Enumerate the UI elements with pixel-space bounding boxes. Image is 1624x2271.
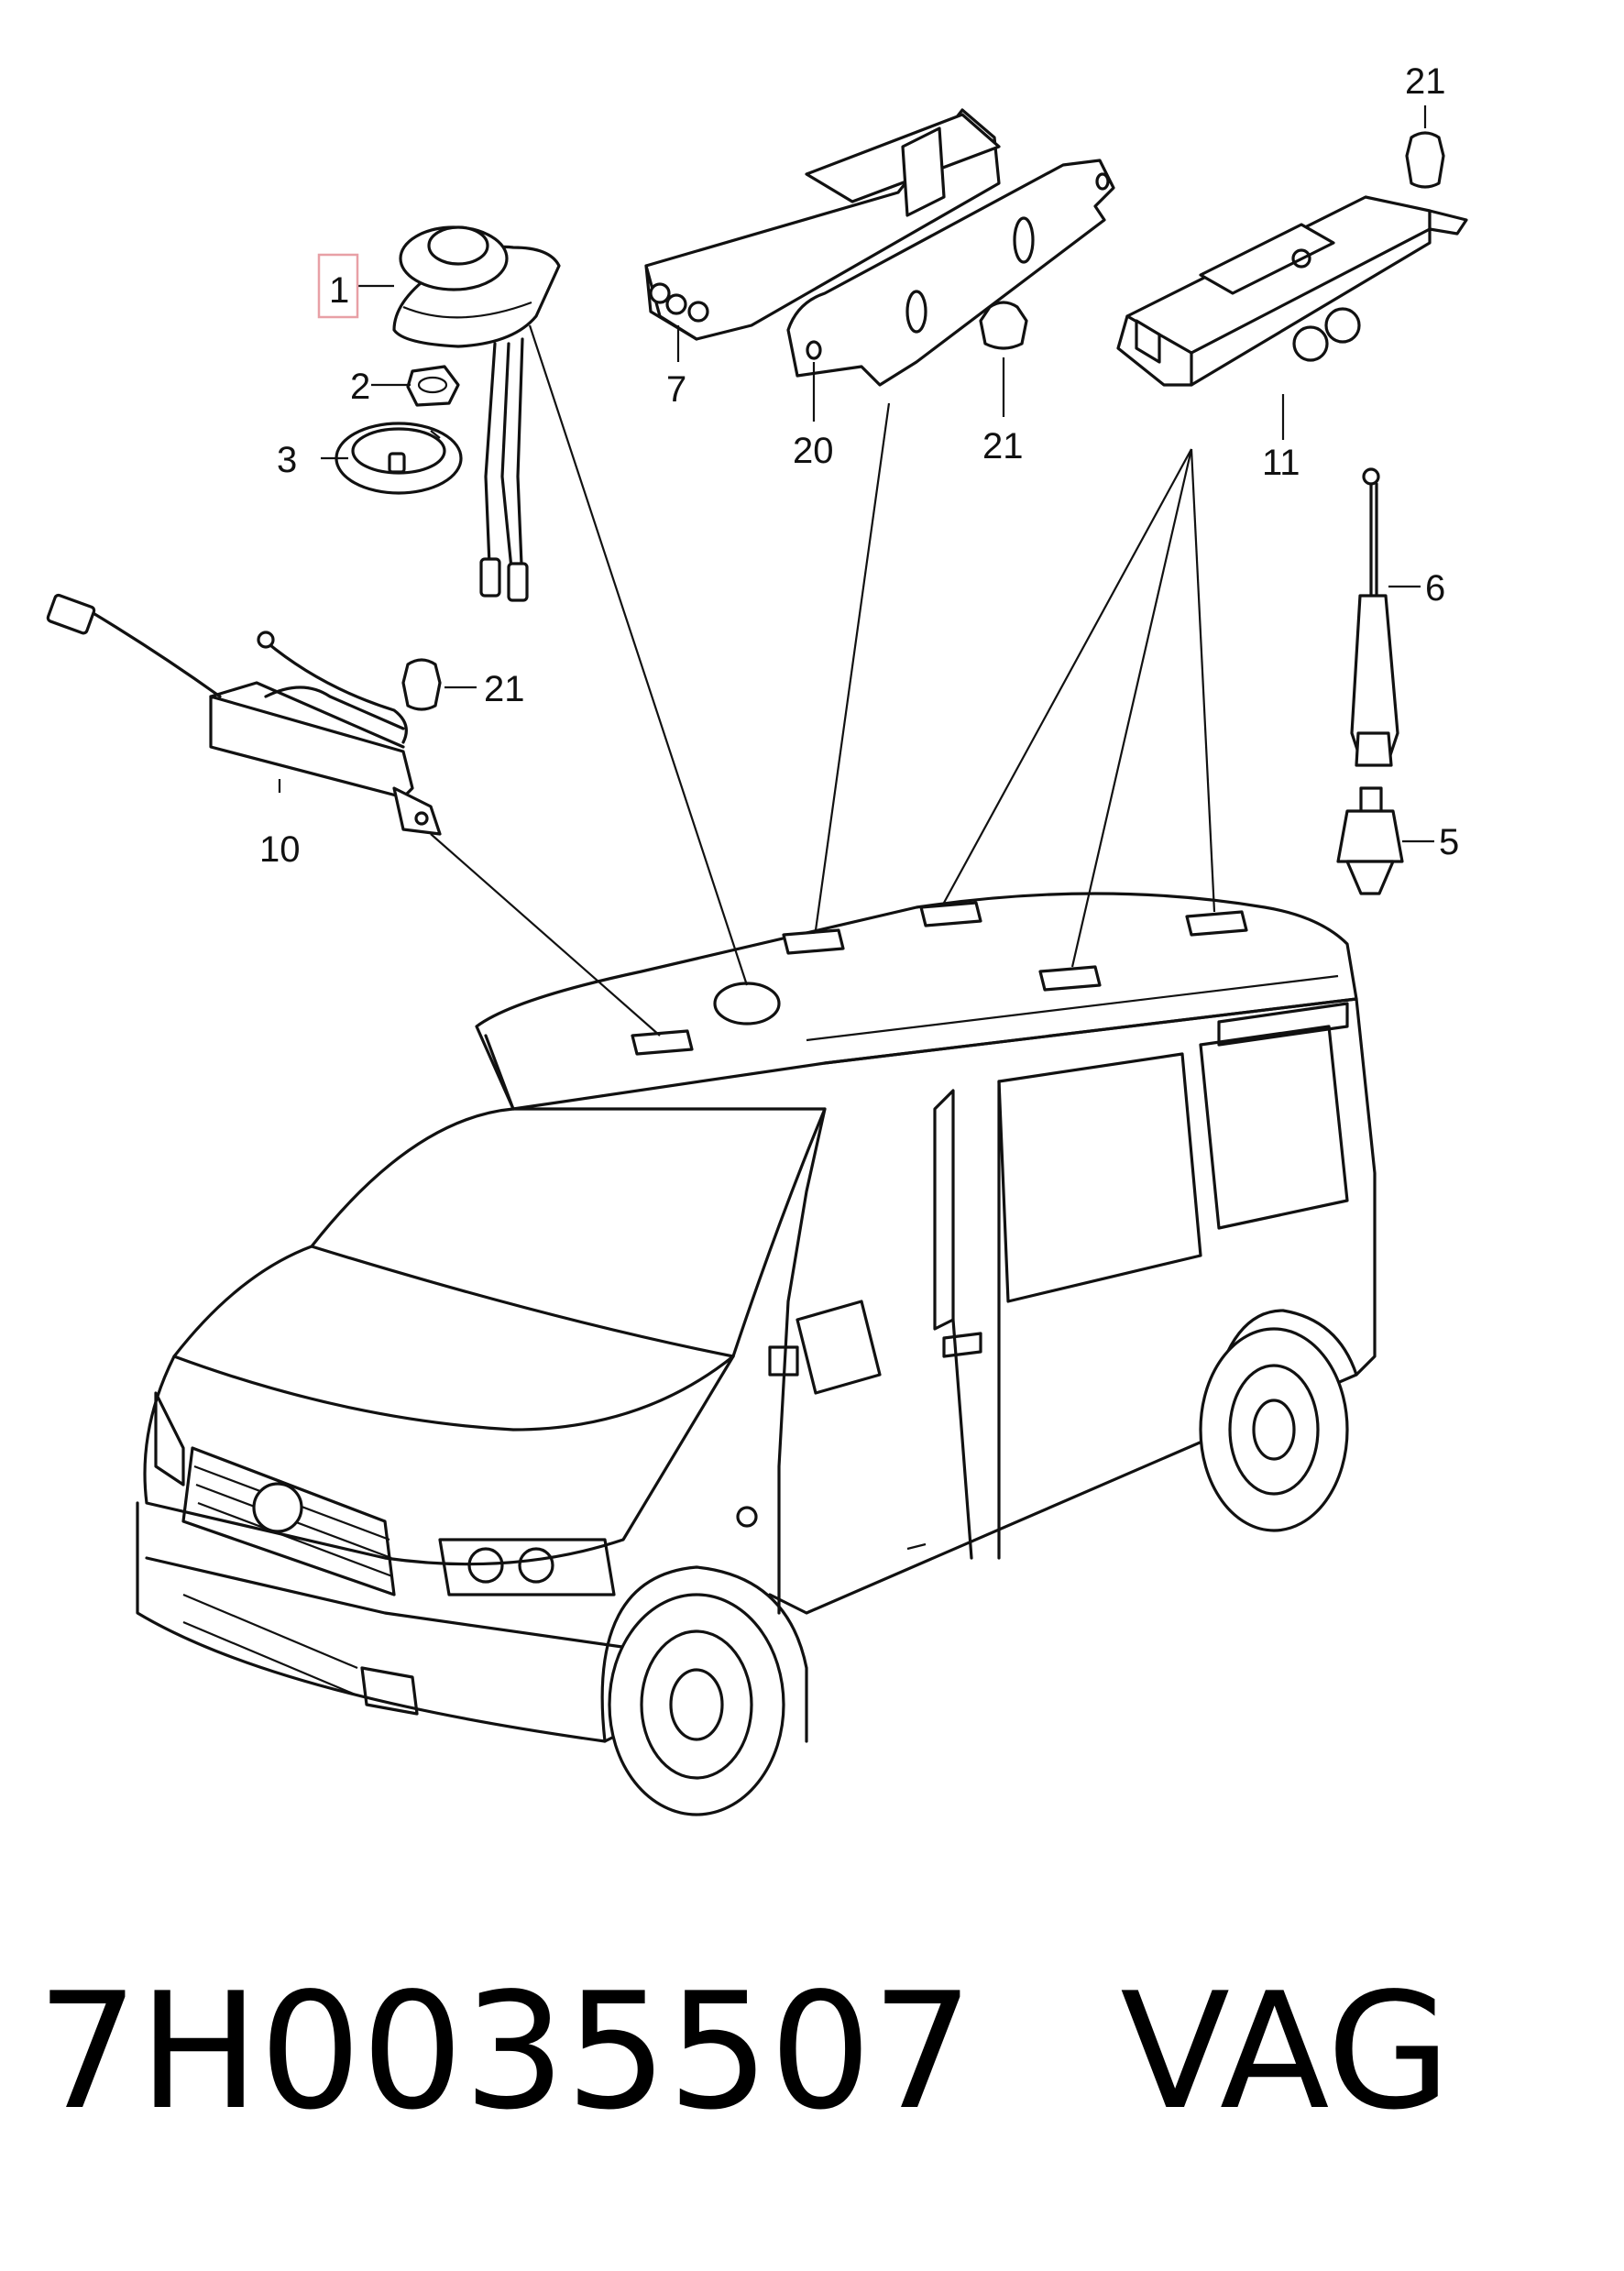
callout-6: 6 [1425,568,1445,609]
part-number: 7H0035507 [37,1959,974,2145]
part-amplifier [644,108,1001,341]
part-module [1116,195,1468,387]
callout-21-middle: 21 [982,426,1024,466]
part-wire-module [46,593,442,836]
callout-1: 1 [329,270,349,311]
part-bracket [786,159,1115,387]
callout-labels: 1 2 3 7 20 21 11 21 6 21 10 5 [259,61,1459,870]
brand-name: VAG [1120,1959,1452,2145]
part-cap-nut-middle [979,301,1028,350]
callout-7: 7 [666,369,686,410]
callout-5: 5 [1439,822,1459,862]
callout-2: 2 [350,367,370,407]
caption: 7H0035507 VAG [37,1952,1451,2154]
callout-20: 20 [793,431,834,471]
callout-10: 10 [259,829,301,870]
van-illustration [136,892,1377,1816]
callout-1-highlight [317,253,359,319]
part-seal [335,422,463,495]
parts-diagram: 1 2 3 7 20 21 11 21 6 21 10 5 [46,61,1468,1816]
part-antenna-base [1336,786,1404,895]
part-cap-nut-left [401,658,442,711]
callout-21-left: 21 [484,669,525,709]
part-nut [406,365,460,407]
leader-lines [278,105,1434,1037]
part-rod-antenna [1350,467,1399,767]
part-roof-antenna [392,225,561,602]
part-cap-nut-top [1405,131,1445,189]
callout-21-top: 21 [1405,61,1446,102]
callout-11: 11 [1262,443,1300,483]
callout-3: 3 [277,440,297,480]
